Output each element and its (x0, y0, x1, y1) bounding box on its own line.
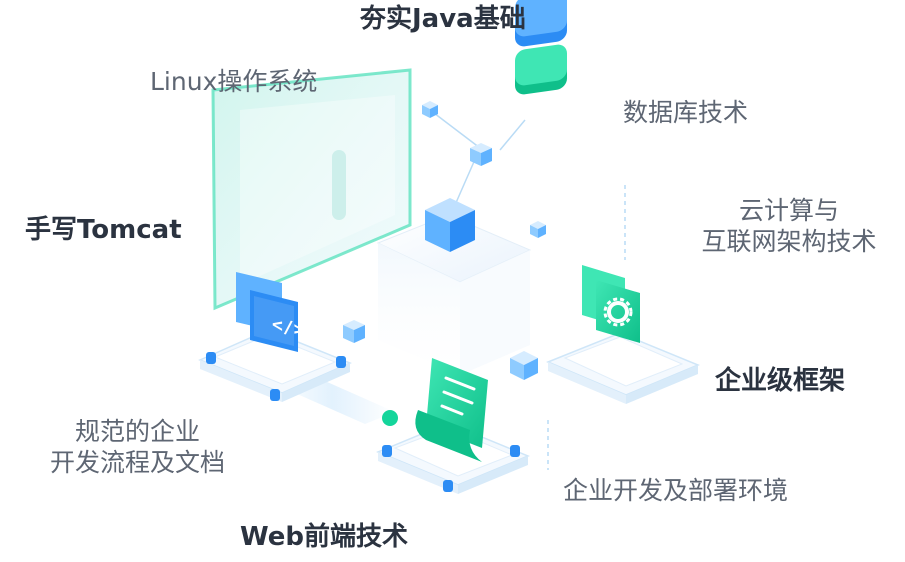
label-cloud: 云计算与 互联网架构技术 (684, 195, 894, 258)
label-web: Web前端技术 (240, 522, 408, 552)
cube-small-3 (530, 221, 546, 238)
gear-icon (582, 265, 640, 343)
cube-small-5 (510, 351, 538, 380)
label-database: 数据库技术 (623, 98, 749, 127)
label-docs-line1: 规范的企业 (74, 417, 200, 446)
label-cloud-line2: 互联网架构技术 (701, 227, 877, 257)
document-platform (376, 422, 530, 494)
document-icon (415, 358, 488, 462)
code-platform (198, 329, 352, 402)
label-java: 夯实Java基础 (360, 4, 526, 34)
database-icon (515, 0, 567, 95)
label-docs-line2: 开发流程及文档 (49, 448, 225, 478)
blue-cylinders (206, 352, 520, 492)
label-linux: Linux操作系统 (150, 67, 318, 96)
label-cloud-line1: 云计算与 (738, 196, 839, 225)
cube-small-2 (422, 101, 438, 118)
label-tomcat: 手写Tomcat (25, 215, 182, 245)
cube-large (425, 198, 475, 252)
label-framework: 企业级框架 (715, 366, 846, 396)
cube-small-4 (343, 320, 365, 343)
label-docs: 规范的企业 开发流程及文档 (35, 416, 240, 479)
blue-cubes (343, 101, 546, 380)
glass-screen-panel (211, 68, 412, 311)
gear-platform (546, 332, 700, 404)
cube-small-1 (470, 143, 492, 166)
central-block (376, 214, 532, 375)
label-env: 企业开发及部署环境 (563, 476, 789, 505)
